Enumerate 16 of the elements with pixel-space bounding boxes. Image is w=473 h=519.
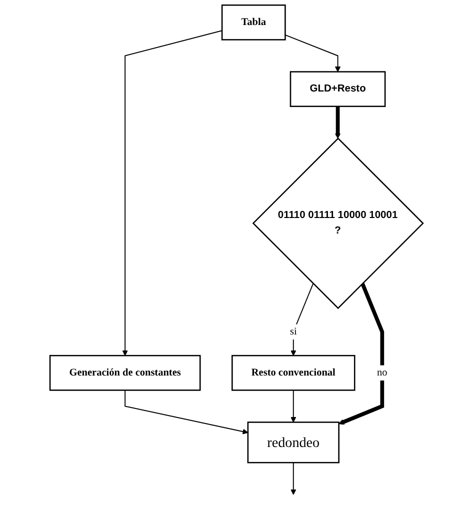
node-box: Tabla	[221, 4, 286, 40]
arrow	[290, 283, 314, 356]
node-box: Resto convencional	[232, 354, 356, 391]
arrow	[290, 390, 296, 422]
node-box: redondeo	[247, 422, 340, 464]
edge-label: no	[377, 367, 388, 378]
edge-label: si	[290, 326, 297, 338]
node-box: GLD+Resto	[290, 71, 386, 108]
arrow	[284, 34, 341, 72]
arrow	[338, 282, 384, 425]
arrow	[124, 390, 248, 434]
arrow	[122, 30, 223, 356]
arrow	[334, 106, 341, 139]
arrow	[290, 462, 296, 495]
node-box: Generación de constantes	[49, 354, 201, 391]
node-diamond: 01110 01111 10000 10001 ?	[252, 138, 424, 310]
